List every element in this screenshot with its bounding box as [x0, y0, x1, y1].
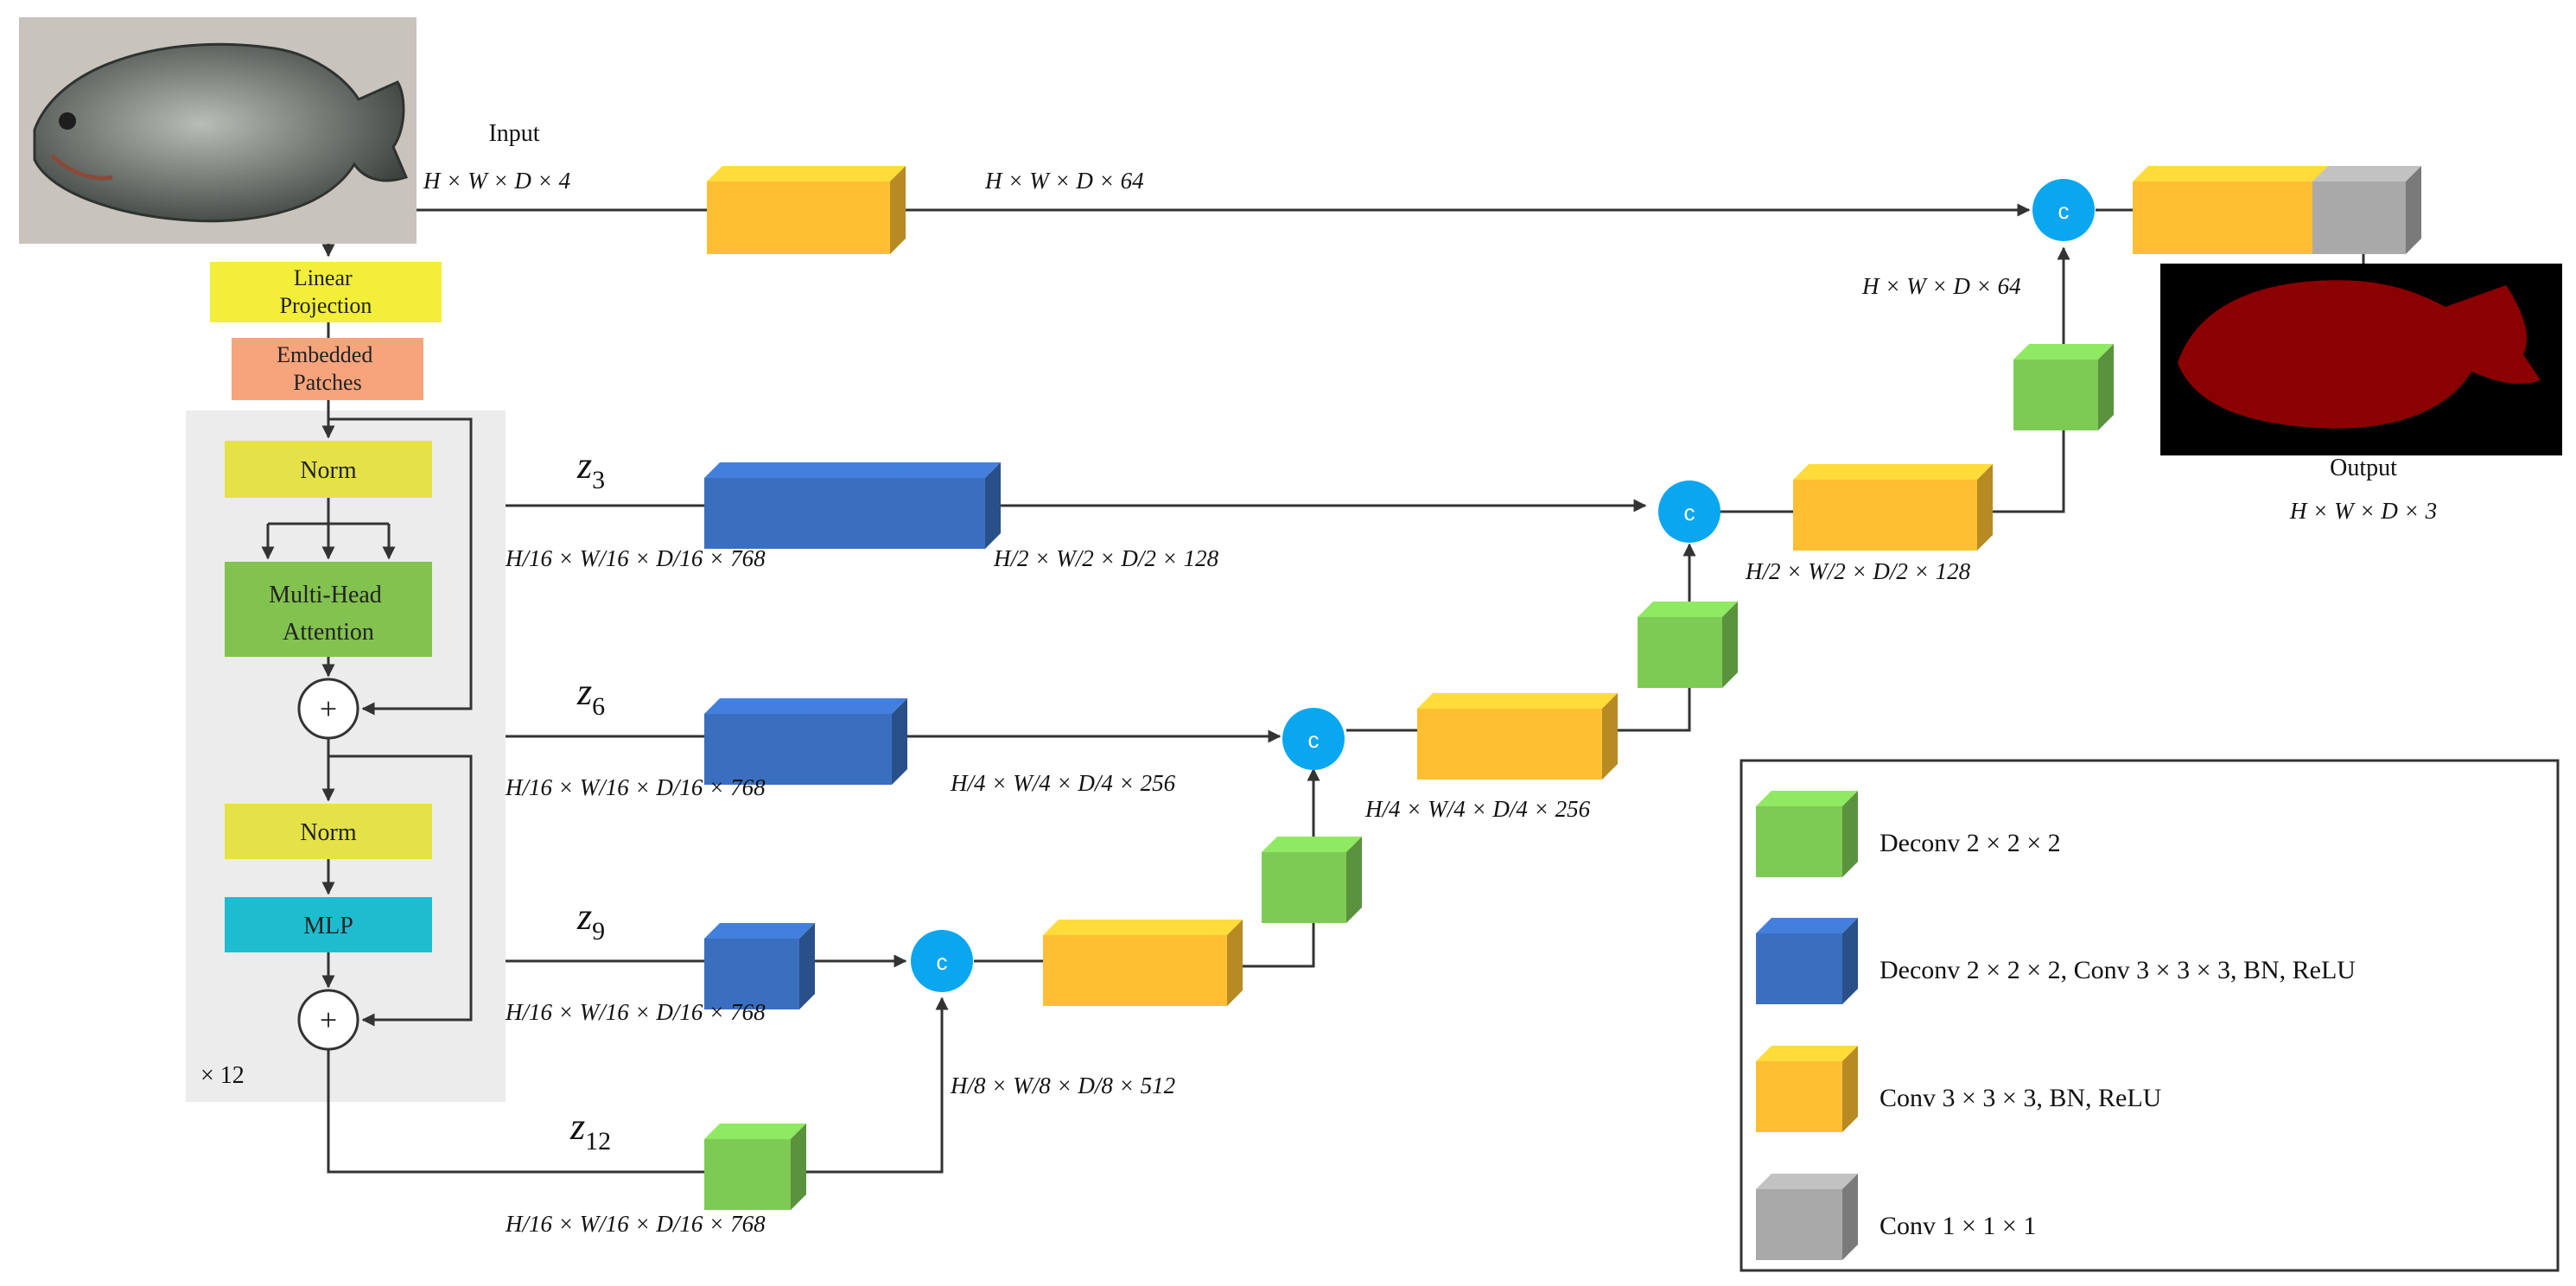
output-mask [2160, 264, 2562, 455]
feature-up64-dims: H × W × D × 64 [1861, 273, 2021, 299]
linear-projection-line1: Linear [294, 265, 353, 290]
legend-swatch-2 [1756, 918, 1858, 1004]
feature-top-dims: H × W × D × 64 [984, 168, 1144, 194]
concat-node-z9: c [911, 930, 973, 992]
concat-label-z6: c [1308, 727, 1320, 753]
concat-label-z9: c [937, 949, 948, 975]
concat-label-z3: c [1684, 500, 1695, 525]
feature-c6-out-dims: H/4 × W/4 × D/4 × 256 [1364, 796, 1591, 822]
yellow-block-top-2 [797, 166, 906, 254]
concat-node-top: c [2032, 179, 2095, 241]
green-block-up-c3 [1638, 602, 1738, 688]
linear-projection-label: Linear Projection [280, 265, 372, 318]
skip-z3-name: z3 [576, 444, 605, 494]
block-layer [704, 166, 2421, 1210]
legend-swatch-3 [1756, 1046, 1858, 1132]
skip-z12-dims: H/16 × W/16 × D/16 × 768 [505, 1211, 766, 1237]
mha-line1: Multi-Head [269, 582, 382, 608]
input-image [19, 17, 417, 244]
norm-label-1: Norm [300, 457, 357, 484]
embedded-patches-label: Embedded Patches [277, 342, 378, 395]
skip-z9-name: z9 [576, 895, 605, 945]
mlp-box [225, 897, 432, 952]
concat-node-z3: c [1658, 481, 1721, 543]
yellow-block-out-2 [2223, 166, 2331, 254]
yellow-block-c9-2 [1134, 920, 1243, 1006]
multi-head-attention-box [225, 562, 432, 657]
embedded-patches-line2: Patches [293, 370, 361, 395]
norm-label-2: Norm [300, 819, 357, 846]
legend-label-4: Conv 1 × 1 × 1 [1880, 1212, 2036, 1240]
skip-z6-name: z6 [576, 671, 605, 721]
norm-box-2 [225, 804, 432, 859]
linear-projection-box [210, 262, 442, 322]
blue-block-z3-3 [890, 462, 1001, 549]
gray-block-out [2312, 166, 2421, 254]
repeat-label: × 12 [200, 1062, 245, 1089]
embedded-patches-line1: Embedded [277, 342, 372, 367]
mha-line2: Attention [283, 619, 374, 646]
blue-block-z6-2 [797, 698, 907, 785]
yellow-block-c6-2 [1509, 693, 1618, 780]
legend-label-3: Conv 3 × 3 × 3, BN, ReLU [1880, 1084, 2162, 1112]
yellow-block-c3-1 [1793, 464, 1902, 551]
legend-box [1740, 759, 2560, 1272]
output-title: Output [2330, 455, 2397, 481]
embedded-patches-box [232, 338, 423, 400]
plus-2: + [320, 1003, 337, 1037]
input-title: Input [488, 120, 539, 147]
green-block-up-top [2013, 344, 2114, 430]
mha-label: Multi-Head Attention [269, 582, 388, 646]
norm-box-1 [225, 441, 432, 498]
feature-c3-out-dims: H/2 × W/2 × D/2 × 128 [1745, 558, 1971, 584]
linear-projection-line2: Projection [280, 293, 372, 318]
skip-z12-name: z12 [569, 1105, 611, 1155]
legend-items: Deconv 2 × 2 × 2 Deconv 2 × 2 × 2, Conv 3… [1756, 791, 2356, 1260]
skip-z6-dims: H/16 × W/16 × D/16 × 768 [505, 774, 766, 800]
blue-block-z9 [704, 923, 815, 1009]
feature-z6-out-dims: H/4 × W/4 × D/4 × 256 [950, 770, 1176, 796]
legend-label-2: Deconv 2 × 2 × 2, Conv 3 × 3 × 3, BN, Re… [1880, 956, 2356, 984]
skip-z9-dims: H/16 × W/16 × D/16 × 768 [505, 999, 766, 1025]
yellow-block-c3-2 [1884, 464, 1993, 551]
legend-swatch-4 [1756, 1174, 1858, 1260]
concat-label-top: c [2058, 198, 2070, 224]
mlp-label: MLP [303, 913, 353, 939]
plus-1: + [320, 691, 337, 726]
legend-label-1: Deconv 2 × 2 × 2 [1880, 829, 2061, 857]
encoder-connections [261, 244, 473, 1027]
skip-z3-dims: H/16 × W/16 × D/16 × 768 [505, 545, 766, 571]
concat-node-z6: c [1282, 708, 1345, 770]
green-block-z12 [704, 1124, 806, 1210]
legend-swatch-1 [1756, 791, 1858, 877]
feature-c9-in-dims: H/8 × W/8 × D/8 × 512 [950, 1073, 1175, 1098]
green-block-up-c6 [1262, 837, 1362, 923]
output-dims: H × W × D × 3 [2289, 498, 2437, 524]
feature-z3-out-dims: H/2 × W/2 × D/2 × 128 [993, 545, 1219, 571]
input-dims: H × W × D × 4 [423, 168, 570, 194]
